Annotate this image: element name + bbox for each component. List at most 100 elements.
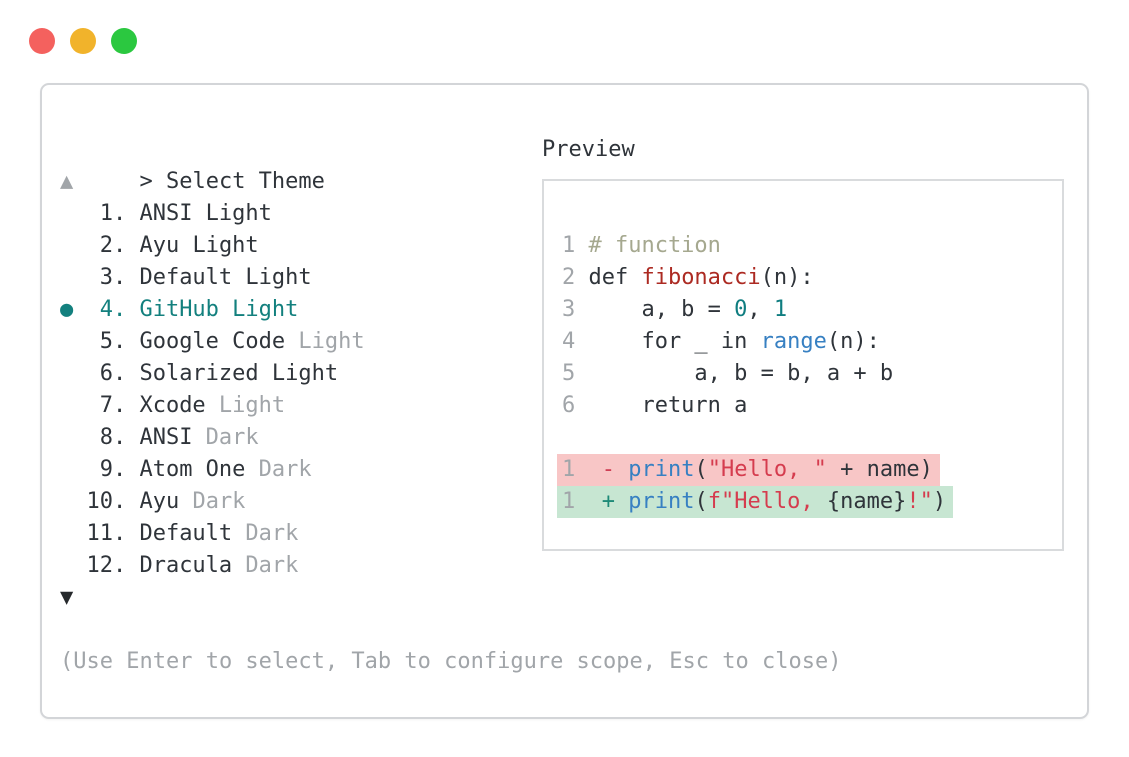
theme-item-name: Atom One <box>139 457 246 482</box>
theme-item-number: 11. <box>86 521 127 546</box>
code-token: f"Hello, <box>707 489 827 514</box>
prompt-symbol: > <box>139 169 153 194</box>
keyboard-hint: (Use Enter to select, Tab to configure s… <box>60 649 842 674</box>
code-token: 1 <box>773 297 788 322</box>
code-token: !" <box>906 489 933 514</box>
theme-item-number: 7. <box>99 393 127 418</box>
theme-item-name: Solarized <box>139 361 259 386</box>
code-token: range <box>760 329 827 354</box>
code-token: + name) <box>826 457 933 482</box>
theme-item-number: 4. <box>99 297 127 322</box>
theme-item-ansi-light[interactable]: 1. ANSI Light <box>60 198 365 230</box>
theme-list: 1.ANSI Light 2.Ayu Light 3.Default Light… <box>60 198 365 582</box>
theme-item-ayu-light[interactable]: 2.Ayu Light <box>60 230 365 262</box>
theme-item-name: Ayu <box>139 489 180 514</box>
selection-marker <box>60 326 86 358</box>
theme-item-ansi-dark[interactable]: 8.ANSI Dark <box>60 422 365 454</box>
theme-item-xcode-light[interactable]: 7. Xcode Light <box>60 390 365 422</box>
theme-item-google-code-light[interactable]: 5. Google Code Light <box>60 326 365 358</box>
theme-item-name: GitHub <box>139 297 219 322</box>
code-token: 0 <box>734 297 748 322</box>
line-number: 3 <box>562 297 576 322</box>
window-controls <box>29 28 137 54</box>
theme-item-name: Google Code <box>139 329 286 354</box>
theme-item-number: 1. <box>99 201 127 226</box>
line-number: 1 <box>562 489 576 514</box>
code-token: , <box>747 297 774 322</box>
diff-highlight-added: 1 + print(f"Hello, {name}!") <box>557 486 954 518</box>
diff-highlight-removed: 1 - print("Hello, " + name) <box>557 454 940 486</box>
theme-item-variant: Dark <box>232 553 299 578</box>
theme-item-default-light[interactable]: 3.Default Light <box>60 262 365 294</box>
code-token: # function <box>588 233 721 258</box>
theme-item-variant: Light <box>205 393 286 418</box>
theme-item-atom-one-dark[interactable]: 9.Atom One Dark <box>60 454 365 486</box>
theme-item-variant: Light <box>285 329 365 354</box>
theme-item-github-light[interactable]: ●4.GitHub Light <box>60 294 365 326</box>
code-token: - <box>588 457 629 482</box>
code-token: print <box>628 457 695 482</box>
diff-line-removed: 1 - print("Hello, " + name) <box>557 454 953 486</box>
theme-item-default-dark[interactable]: 11. Default Dark <box>60 518 365 550</box>
theme-item-number: 6. <box>99 361 127 386</box>
maximize-window-button[interactable] <box>111 28 137 54</box>
theme-item-variant: Dark <box>192 425 259 450</box>
theme-item-dracula-dark[interactable]: 12. Dracula Dark <box>60 550 365 582</box>
line-number: 2 <box>562 265 576 290</box>
page-title: Select Theme <box>165 169 325 194</box>
selection-marker <box>60 358 86 390</box>
scroll-up-icon[interactable]: ▲ <box>60 169 74 194</box>
selection-marker <box>60 262 86 294</box>
selection-marker <box>60 390 86 422</box>
minimize-window-button[interactable] <box>70 28 96 54</box>
theme-item-number: 9. <box>99 457 127 482</box>
theme-item-number: 2. <box>99 233 127 258</box>
code-token: (n): <box>760 265 814 290</box>
theme-item-variant: Light <box>258 361 339 386</box>
line-number: 1 <box>562 233 576 258</box>
theme-item-variant: Dark <box>232 521 299 546</box>
theme-item-variant: Light <box>179 233 259 258</box>
code-token: fibonacci <box>641 265 761 290</box>
preview-label: Preview <box>542 137 635 162</box>
theme-item-name: Default <box>139 265 233 290</box>
theme-item-name: Xcode <box>139 393 206 418</box>
line-number: 5 <box>562 361 576 386</box>
code-token: print <box>628 489 695 514</box>
theme-item-number: 5. <box>99 329 127 354</box>
theme-item-number: 8. <box>99 425 127 450</box>
code-token: def <box>588 265 642 290</box>
selection-marker <box>60 454 86 486</box>
code-line: 6 return a <box>562 390 953 422</box>
theme-item-solarized-light[interactable]: 6. Solarized Light <box>60 358 365 390</box>
theme-item-variant: Light <box>192 201 272 226</box>
selection-marker <box>60 230 86 262</box>
line-number: 4 <box>562 329 576 354</box>
code-line: 5 a, b = b, a + b <box>562 358 953 390</box>
theme-item-name: ANSI <box>139 201 193 226</box>
line-number: 1 <box>562 457 576 482</box>
code-line: 1 # function <box>562 230 953 262</box>
line-number: 6 <box>562 393 576 418</box>
theme-item-number: 10. <box>86 489 127 514</box>
theme-item-number: 12. <box>86 553 127 578</box>
theme-item-name: Dracula <box>139 553 233 578</box>
theme-item-variant: Light <box>232 265 312 290</box>
theme-item-name: Default <box>139 521 233 546</box>
selection-marker <box>60 198 86 230</box>
close-window-button[interactable] <box>29 28 55 54</box>
scroll-down-icon[interactable]: ▼ <box>60 585 74 610</box>
theme-item-ayu-dark[interactable]: 10.Ayu Dark <box>60 486 365 518</box>
code-token: ( <box>694 489 708 514</box>
code-line-blank <box>562 422 953 454</box>
code-token: for _ in <box>588 329 761 354</box>
code-token: {name} <box>826 489 907 514</box>
code-token: (n): <box>826 329 880 354</box>
theme-picker-header: > Select Theme <box>60 134 324 194</box>
selection-marker <box>60 518 86 550</box>
code-token: ( <box>694 457 708 482</box>
code-token: return a <box>588 393 748 418</box>
